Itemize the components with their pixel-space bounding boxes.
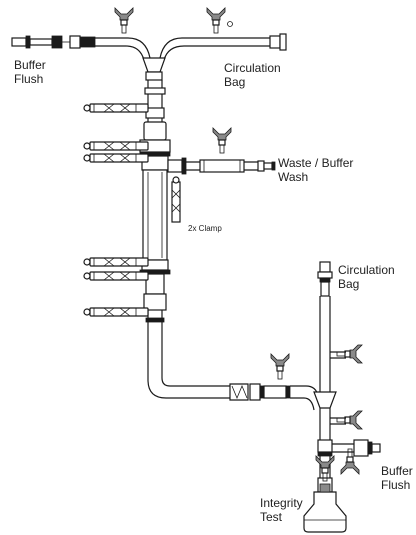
clamp-icon[interactable] [83, 307, 149, 317]
label-circulation-bag-right: Circulation Bag [338, 263, 395, 291]
right-vertical-line [303, 261, 347, 533]
clamp-icon[interactable] [83, 141, 149, 151]
main-vertical-line [139, 80, 171, 330]
label-integrity-test: Integrity Test [260, 496, 303, 524]
label-buffer-flush-top: Buffer Flush [14, 58, 46, 86]
valve-icon[interactable] [336, 410, 363, 430]
label-waste-buffer-wash: Waste / Buffer Wash [278, 156, 354, 184]
clamp-icon[interactable] [83, 257, 149, 267]
vertical-clamp[interactable] [171, 176, 181, 223]
valve-icon[interactable] [212, 127, 232, 154]
clamp-group-left [83, 103, 149, 317]
clamp-icon[interactable] [83, 103, 149, 113]
label-clamp-note: 2x Clamp [188, 224, 222, 233]
top-manifold [11, 7, 287, 81]
label-circulation-bag-top: Circulation Bag [224, 61, 281, 89]
clamp-icon[interactable] [83, 153, 149, 163]
waste-wash-branch [167, 127, 276, 175]
circulation-bag-connector-top [269, 33, 287, 51]
valve-icon[interactable] [336, 344, 363, 364]
valve-icon[interactable] [114, 7, 134, 34]
buffer-flush-branch-bottom [332, 439, 381, 475]
lower-return-line [147, 330, 319, 411]
valve-icon[interactable] [206, 7, 226, 34]
connector-icon [257, 160, 276, 172]
valve-icon[interactable] [270, 353, 290, 380]
label-buffer-flush-bottom: Buffer Flush [381, 464, 413, 492]
buffer-flush-connector-top [11, 35, 96, 49]
clamp-icon[interactable] [83, 271, 149, 281]
valve-icon[interactable] [315, 455, 335, 482]
